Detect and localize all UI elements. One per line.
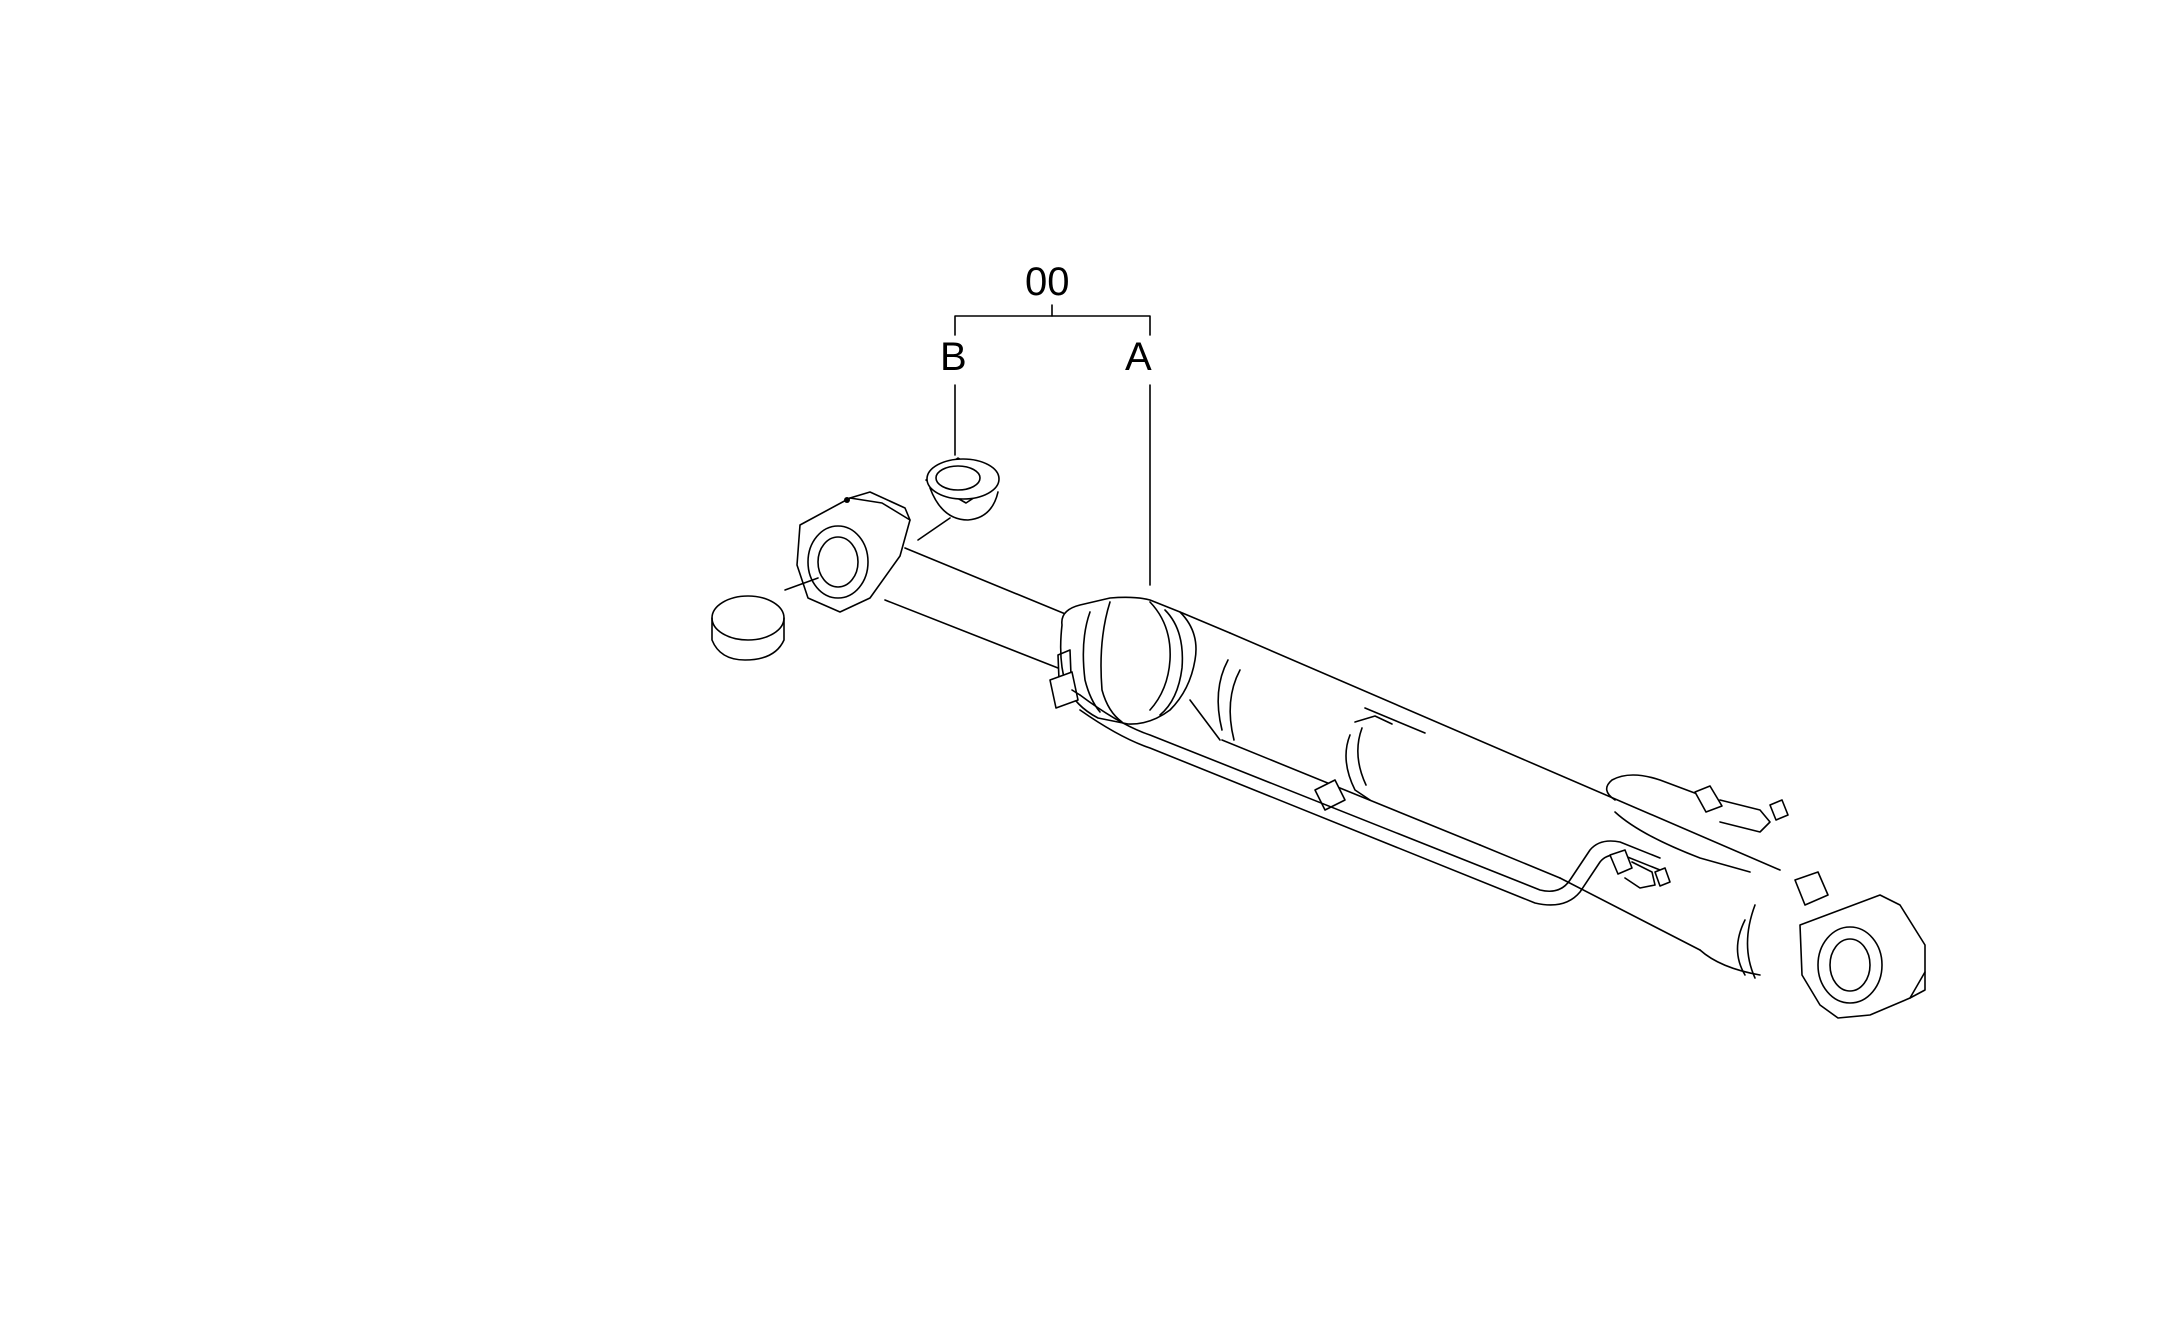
bushing-lower bbox=[711, 577, 819, 661]
cylinder-gland bbox=[1057, 596, 1197, 725]
piston-rod bbox=[884, 547, 1081, 669]
callout-group: 00 B A bbox=[940, 260, 1152, 586]
cylinder-tube bbox=[1179, 611, 1781, 979]
front-clamp bbox=[1049, 671, 1081, 709]
cap-end-eye bbox=[1794, 871, 1926, 1019]
callout-bracket bbox=[954, 315, 1151, 336]
tube-clamp bbox=[1314, 715, 1393, 811]
rod-end-eye bbox=[796, 491, 911, 613]
callout-b-label: B bbox=[940, 335, 967, 379]
callout-a-label: A bbox=[1125, 335, 1152, 379]
bushing-b bbox=[917, 457, 1000, 541]
rear-fittings bbox=[1605, 774, 1789, 889]
callout-assembly-label: 00 bbox=[1025, 260, 1070, 304]
